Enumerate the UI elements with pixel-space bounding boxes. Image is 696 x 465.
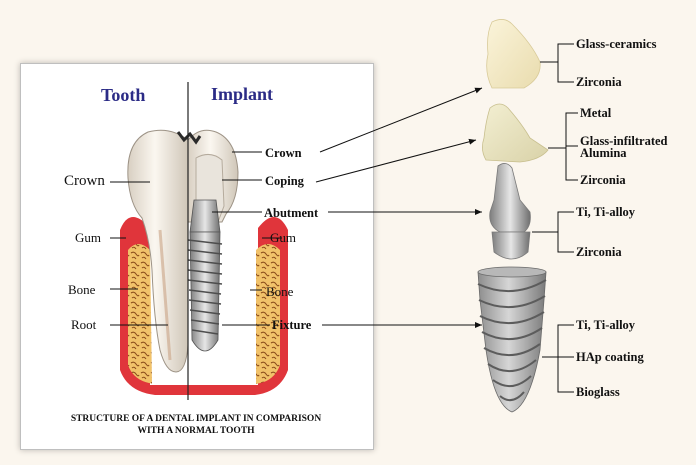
material-coping-glass-line2: Alumina [580, 147, 668, 159]
component-fixture [478, 267, 546, 412]
component-crown [487, 19, 541, 88]
material-coping-zirconia: Zirconia [580, 174, 626, 187]
component-coping [482, 104, 548, 162]
tooth-root-label: Root [71, 318, 96, 332]
component-abutment [490, 163, 531, 259]
implant-gum-label: Gum [270, 231, 296, 245]
tooth-gum-label: Gum [75, 231, 101, 245]
tooth-crown-label: Crown [64, 174, 105, 188]
diagram-caption: STRUCTURE OF A DENTAL IMPLANT IN COMPARI… [20, 413, 372, 437]
caption-line-2: WITH A NORMAL TOOTH [20, 425, 372, 437]
material-coping-glass: Glass-infiltrated Alumina [580, 135, 668, 159]
material-abutment-1: Ti, Ti-alloy [576, 206, 635, 219]
material-fixture-3: Bioglass [576, 386, 620, 399]
material-coping-metal: Metal [580, 107, 611, 120]
material-crown-2: Zirconia [576, 76, 622, 89]
implant-fixture-label: Fixture [272, 318, 311, 332]
component-arrows [316, 88, 482, 325]
implant-header: Implant [211, 84, 273, 105]
tooth-header: Tooth [101, 85, 145, 106]
implant-fixture [188, 232, 222, 351]
material-fixture-2: HAp coating [576, 351, 644, 364]
material-abutment-2: Zirconia [576, 246, 622, 259]
implant-abutment-label: Abutment [264, 206, 318, 220]
implant-crown-label: Crown [265, 146, 302, 160]
material-crown-1: Glass-ceramics [576, 38, 657, 51]
implant-abutment [190, 200, 220, 232]
implant-coping-label: Coping [265, 174, 304, 188]
material-fixture-1: Ti, Ti-alloy [576, 319, 635, 332]
caption-line-1: STRUCTURE OF A DENTAL IMPLANT IN COMPARI… [20, 413, 372, 425]
implant-bone-label: Bone [266, 285, 293, 299]
tooth-bone-label: Bone [68, 283, 95, 297]
